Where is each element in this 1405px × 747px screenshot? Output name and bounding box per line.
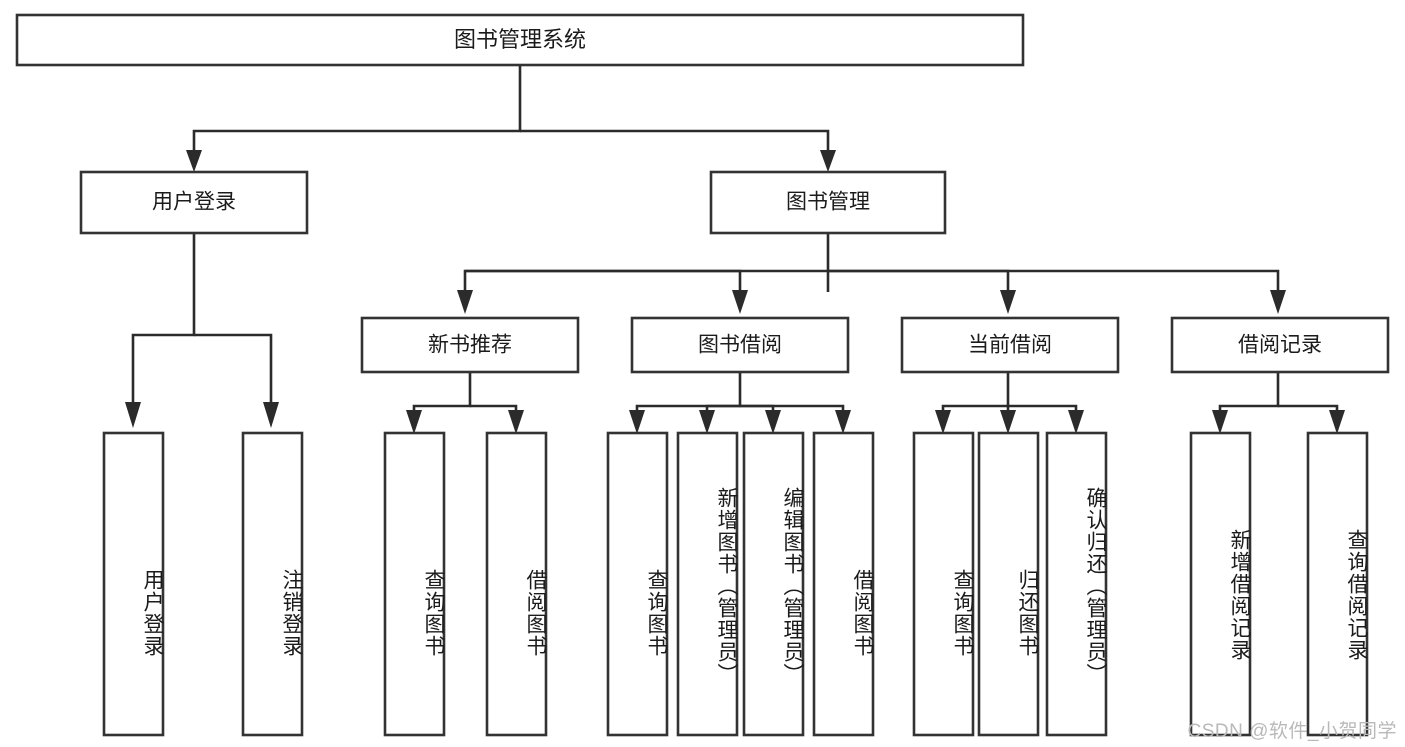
connector-borrowrecord-to-leaves bbox=[1212, 372, 1345, 434]
connector-bookborrow-to-leaves bbox=[629, 372, 851, 434]
leaf-box-edit-book[interactable] bbox=[742, 431, 805, 737]
leaf-box-query-book-1[interactable] bbox=[383, 431, 446, 737]
connector-userlogin-to-leaves bbox=[125, 233, 279, 428]
arrow-icon bbox=[820, 150, 836, 172]
node-book-borrow-label: 图书借阅 bbox=[698, 334, 782, 357]
leaf-box-user-login[interactable] bbox=[102, 431, 165, 737]
leaf-box-add-record[interactable] bbox=[1189, 431, 1252, 737]
arrow-icon bbox=[263, 402, 279, 428]
node-root[interactable]: 图书管理系统 bbox=[15, 13, 1025, 67]
connector-root-to-level2 bbox=[186, 65, 836, 172]
node-new-book-recommend-label: 新书推荐 bbox=[428, 334, 512, 357]
arrow-icon bbox=[1068, 410, 1084, 434]
arrow-icon bbox=[1000, 290, 1016, 314]
leaf-box-borrow-book-1[interactable] bbox=[485, 431, 548, 737]
arrow-icon bbox=[1329, 410, 1345, 434]
arrow-icon bbox=[765, 410, 781, 434]
leaf-box-query-book-3[interactable] bbox=[912, 431, 975, 737]
connector-currentborrow-to-leaves bbox=[935, 372, 1084, 434]
node-book-manage[interactable]: 图书管理 bbox=[709, 170, 947, 235]
leaf-box-logout-login[interactable] bbox=[241, 431, 304, 737]
arrow-icon bbox=[1270, 290, 1286, 314]
node-user-login[interactable]: 用户登录 bbox=[79, 170, 309, 235]
arrow-icon bbox=[1000, 410, 1016, 434]
node-book-manage-label: 图书管理 bbox=[786, 191, 870, 214]
arrow-icon bbox=[125, 402, 141, 428]
leaf-box-return-book[interactable] bbox=[977, 431, 1040, 737]
connector-bookmanage-to-level3 bbox=[457, 233, 1286, 314]
node-current-borrow-label: 当前借阅 bbox=[968, 334, 1052, 357]
arrow-icon bbox=[1212, 410, 1228, 434]
watermark-text: CSDN @软件_小贺同学 bbox=[1187, 721, 1397, 742]
node-borrow-record[interactable]: 借阅记录 bbox=[1170, 316, 1390, 374]
arrow-icon bbox=[508, 410, 524, 434]
arrow-icon bbox=[835, 410, 851, 434]
leaf-box-confirm-return[interactable] bbox=[1045, 431, 1108, 737]
node-new-book-recommend[interactable]: 新书推荐 bbox=[360, 316, 580, 374]
arrow-icon bbox=[457, 290, 473, 314]
leaf-boxes bbox=[102, 431, 1369, 737]
leaf-box-borrow-book-2[interactable] bbox=[812, 431, 875, 737]
arrow-icon bbox=[406, 410, 422, 434]
leaf-box-query-book-2[interactable] bbox=[606, 431, 669, 737]
arrow-icon bbox=[629, 410, 645, 434]
node-book-borrow[interactable]: 图书借阅 bbox=[630, 316, 850, 374]
arrow-icon bbox=[186, 150, 202, 172]
node-user-login-label: 用户登录 bbox=[152, 191, 236, 214]
node-borrow-record-label: 借阅记录 bbox=[1238, 334, 1322, 357]
connector-newbook-to-leaves bbox=[406, 372, 524, 434]
node-current-borrow[interactable]: 当前借阅 bbox=[900, 316, 1120, 374]
leaf-box-query-record[interactable] bbox=[1306, 431, 1369, 737]
arrow-icon bbox=[935, 410, 951, 434]
node-root-label: 图书管理系统 bbox=[454, 27, 586, 52]
arrow-icon bbox=[732, 290, 748, 314]
leaf-box-add-book[interactable] bbox=[676, 431, 739, 737]
arrow-icon bbox=[699, 410, 715, 434]
